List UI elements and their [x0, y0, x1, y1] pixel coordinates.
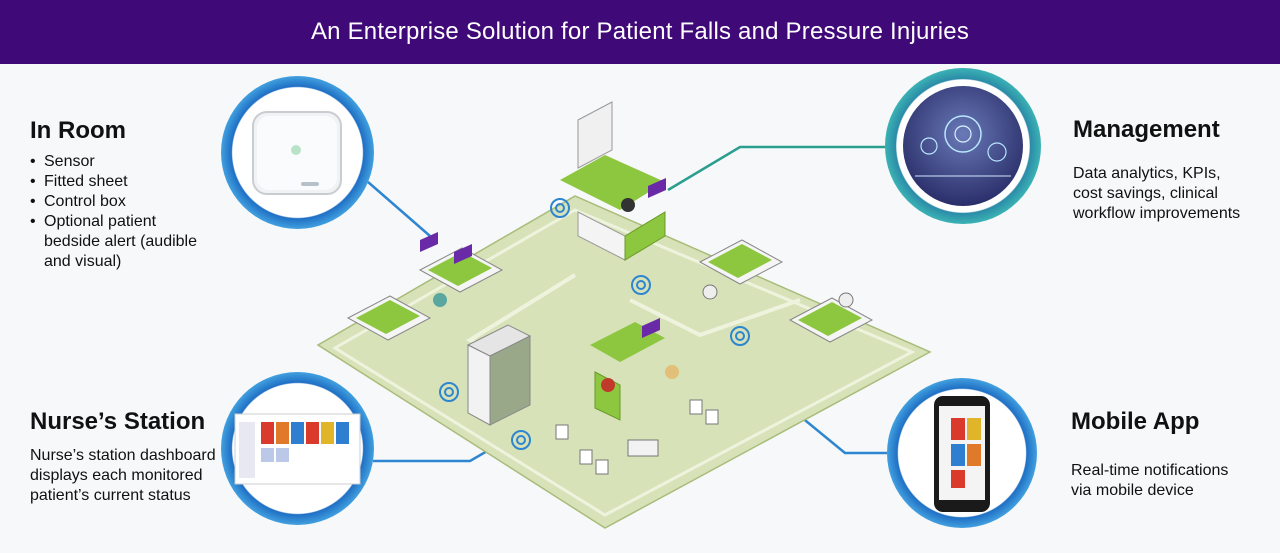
connector-in-room	[367, 181, 431, 237]
list-item: Control box	[30, 192, 210, 212]
station-desk-top	[560, 155, 665, 210]
signal-icon	[439, 198, 750, 450]
bed-right-2	[788, 297, 874, 343]
nurse-figure-left	[433, 293, 447, 307]
mobile-app-title: Mobile App	[1071, 408, 1200, 435]
hallway-right	[629, 298, 801, 338]
analytics-icon	[903, 86, 1023, 206]
management-title: Management	[1073, 116, 1220, 143]
visitor-figure	[601, 378, 615, 392]
dashboard-icon	[234, 413, 361, 485]
station-cabinet	[577, 101, 613, 169]
clinician-figure	[665, 365, 679, 379]
station-desk-side	[624, 211, 666, 261]
in-room-circle	[221, 76, 374, 229]
header-banner: An Enterprise Solution for Patient Falls…	[0, 0, 1280, 64]
phone-icon	[934, 396, 990, 512]
nurses-station-circle	[221, 372, 374, 525]
mobile-app-circle	[887, 378, 1037, 528]
station-staff-figure	[621, 198, 635, 212]
management-circle	[885, 68, 1041, 224]
mobile-app-text: Real-time notifications via mobile devic…	[1071, 462, 1229, 499]
list-item: Optional patient bedside alert (audible …	[30, 212, 210, 272]
in-room-title: In Room	[30, 117, 126, 144]
shelf-front	[489, 335, 531, 426]
shelf-side	[467, 344, 491, 426]
page-title: An Enterprise Solution for Patient Falls…	[310, 18, 970, 45]
waiting-chairs	[555, 399, 719, 475]
bed-left-1	[346, 295, 432, 341]
nurses-station-title: Nurse’s Station	[30, 408, 206, 435]
bed-left-2	[418, 247, 504, 293]
doctor-figure	[702, 284, 718, 300]
list-item: Sensor	[30, 152, 210, 172]
doctor-figure-right	[838, 292, 854, 308]
connector-management	[667, 145, 887, 192]
in-room-list: Sensor Fitted sheet Control box Optional…	[30, 152, 210, 272]
management-text: Data analytics, KPIs, cost savings, clin…	[1073, 165, 1241, 222]
nurses-station-text: Nurse’s station dashboard displays each …	[30, 447, 216, 504]
sensor-device-icon	[252, 111, 342, 195]
bed-right-1	[698, 239, 784, 285]
floor-border	[332, 208, 916, 517]
alert-tags	[420, 178, 666, 338]
waiting-table	[627, 439, 659, 457]
list-item: Fitted sheet	[30, 172, 210, 192]
